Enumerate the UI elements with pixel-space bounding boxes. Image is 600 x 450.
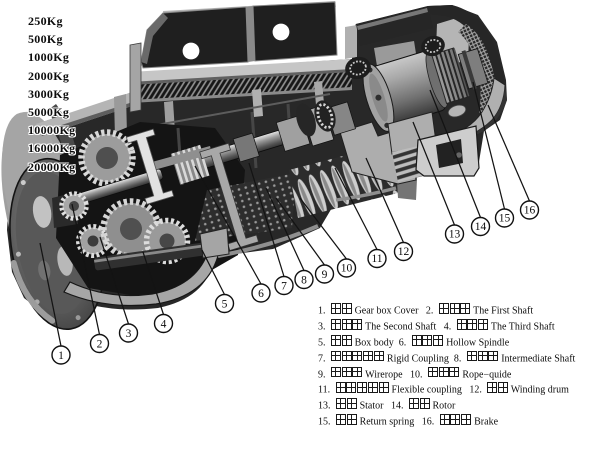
svg-text:13: 13	[449, 229, 461, 241]
svg-text:2: 2	[97, 339, 103, 351]
svg-text:9: 9	[322, 269, 328, 281]
svg-text:6: 6	[258, 288, 264, 300]
svg-text:1: 1	[58, 350, 64, 362]
svg-text:12: 12	[398, 246, 410, 258]
svg-text:14: 14	[475, 221, 487, 233]
svg-text:4: 4	[161, 319, 167, 331]
svg-text:5: 5	[222, 299, 228, 311]
svg-text:3: 3	[126, 328, 132, 340]
svg-text:8: 8	[301, 275, 307, 287]
svg-text:15: 15	[499, 213, 511, 225]
svg-text:10: 10	[341, 263, 353, 275]
svg-text:7: 7	[281, 281, 287, 293]
svg-text:16: 16	[524, 205, 536, 217]
svg-text:11: 11	[371, 253, 382, 265]
